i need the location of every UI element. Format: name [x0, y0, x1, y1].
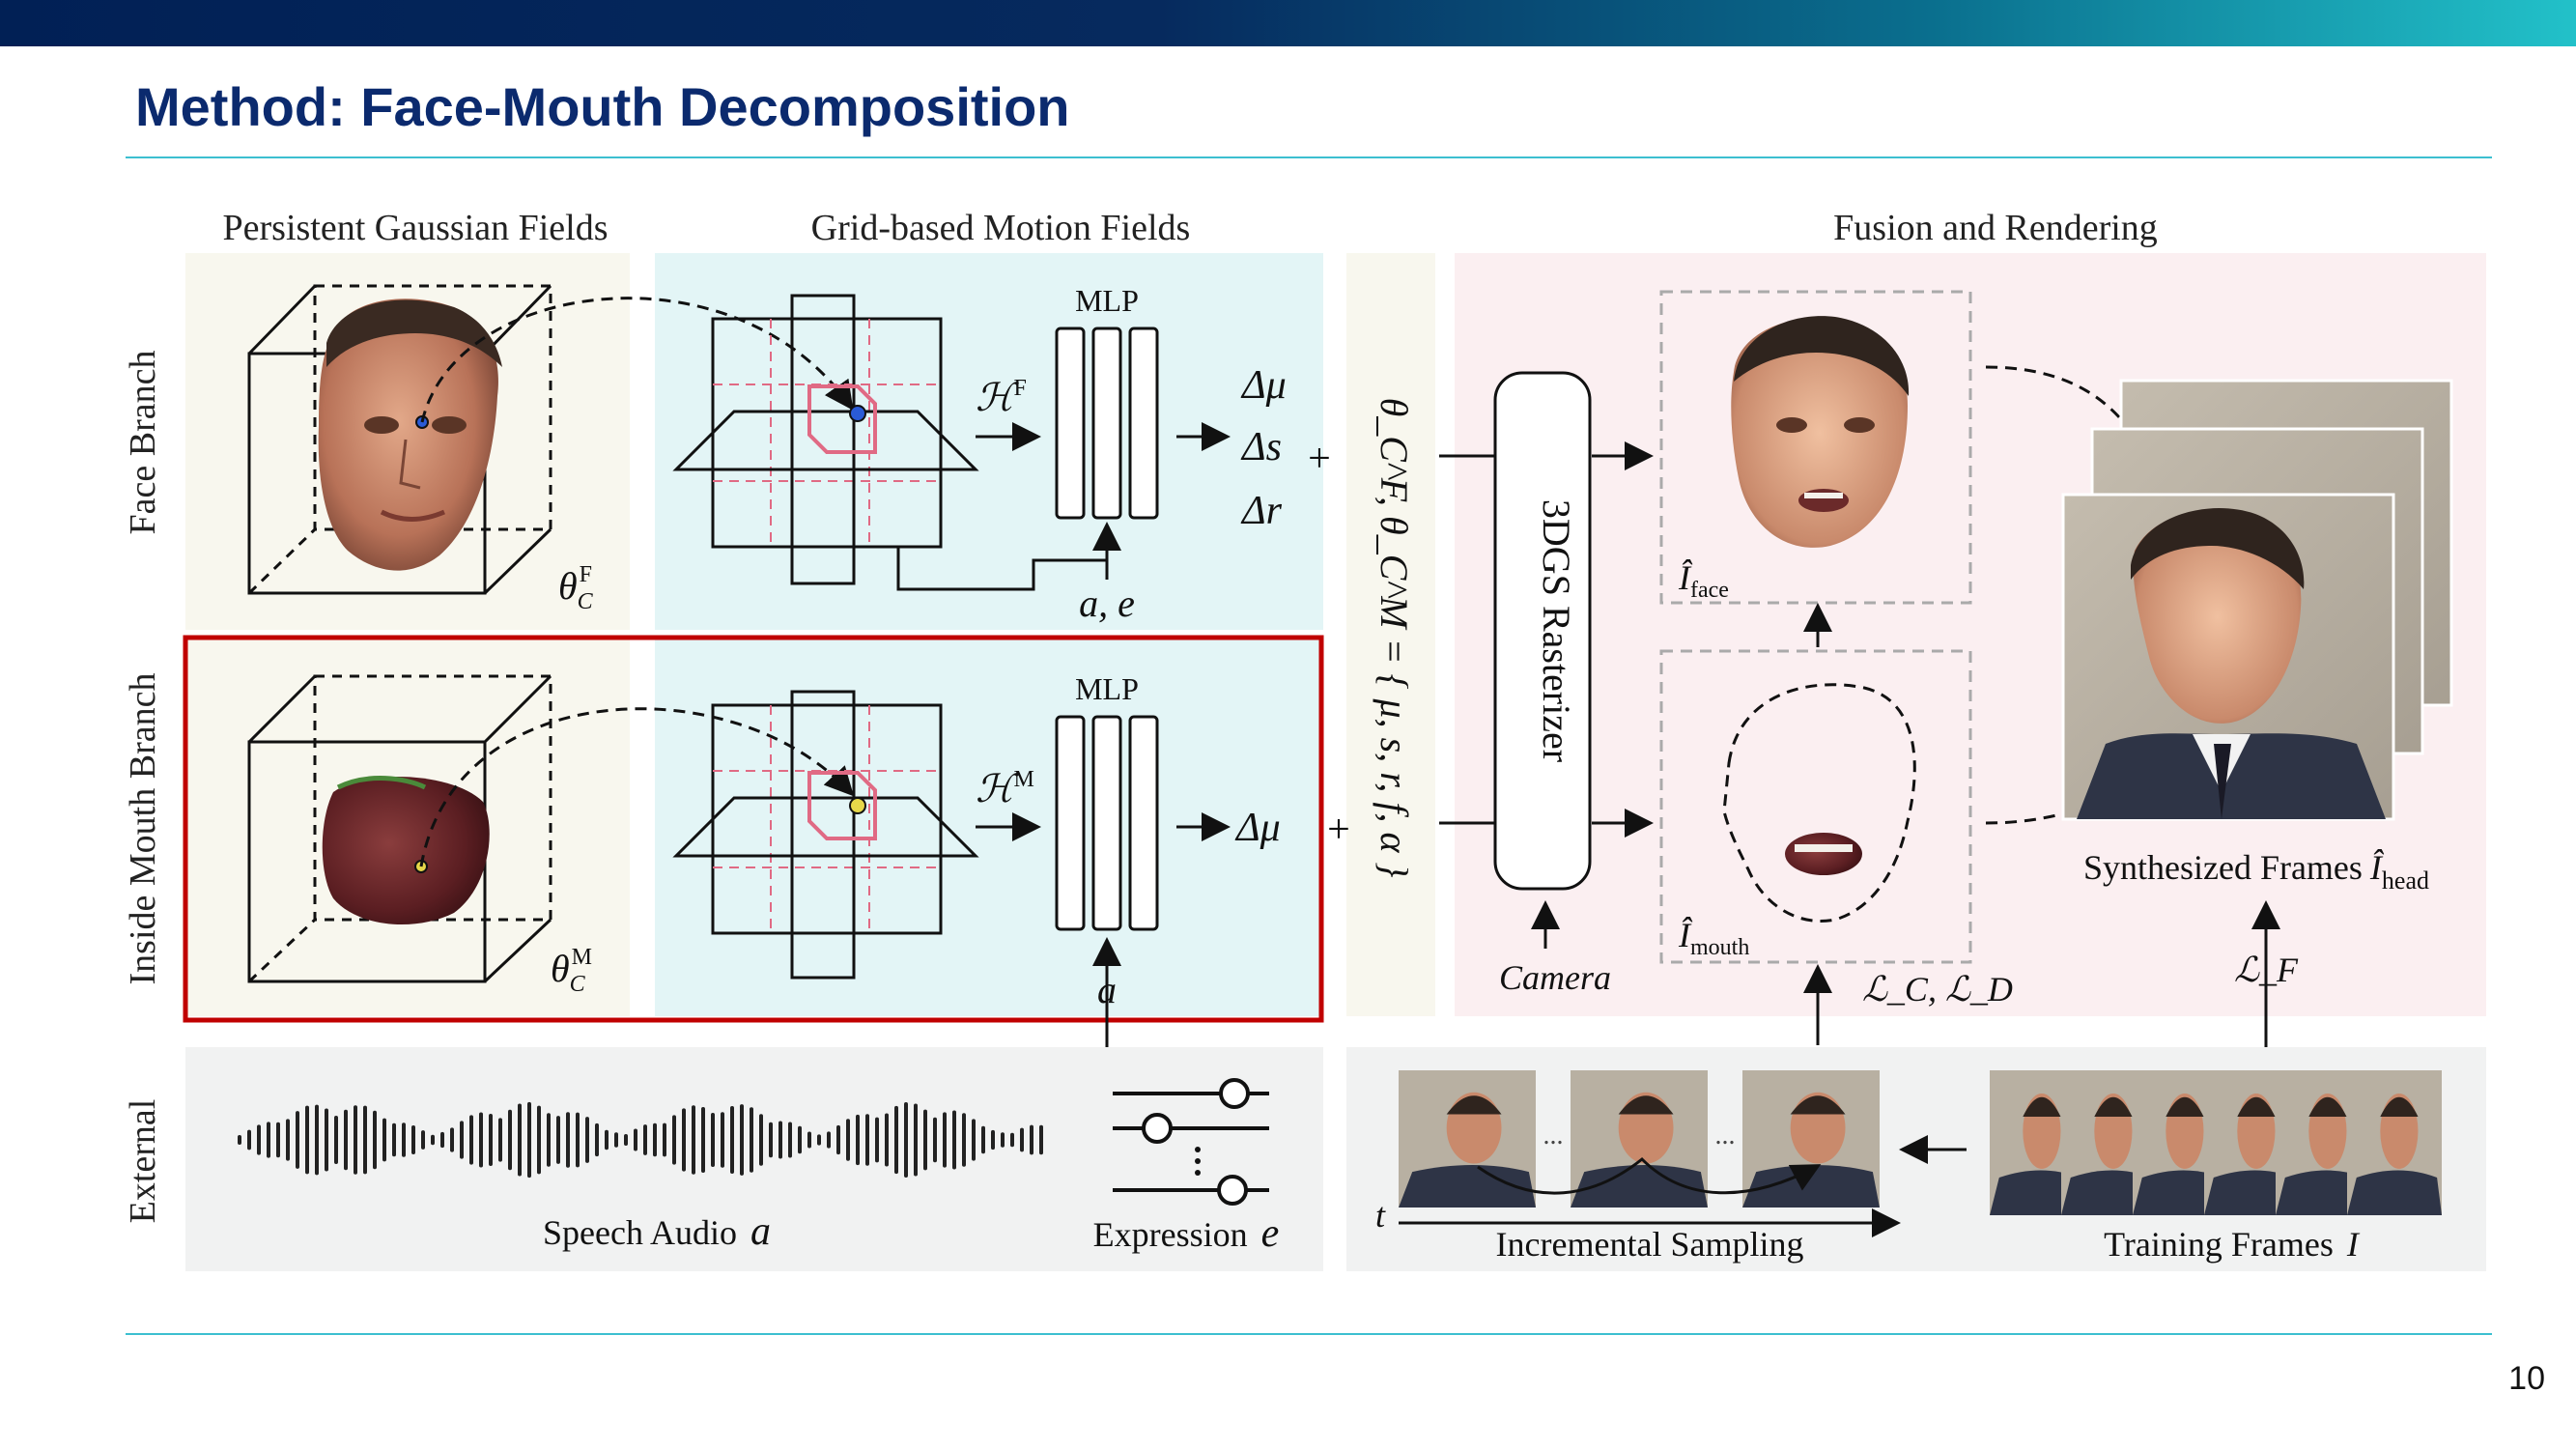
sampling-curve — [1477, 1156, 1822, 1195]
mouth-hash-label: ℋM — [976, 767, 1034, 810]
footer-divider — [126, 1333, 2492, 1335]
frame-suit — [2061, 1170, 2156, 1215]
rasterizer-box — [1493, 371, 1592, 891]
section-fusion-label: Fusion and Rendering — [1833, 208, 2158, 248]
sampling-ellipsis-1: ... — [1543, 1121, 1564, 1151]
mouth-plus: + — [1327, 808, 1350, 852]
mouth-gaussian-cavity — [322, 776, 490, 924]
camera-label: Camera — [1499, 958, 1611, 997]
params-panel — [1346, 253, 1435, 1016]
face-theta-label: θCF — [558, 562, 594, 614]
expression-ellipsis-dots — [1195, 1147, 1201, 1176]
face-output-s: Δs — [1240, 425, 1282, 469]
face-output-r: Δr — [1240, 489, 1283, 533]
mouth-mlp-label: MLP — [1075, 671, 1139, 706]
rasterizer-label: 3DGS Rasterizer — [1535, 499, 1578, 762]
mouth-render-outline — [1722, 683, 1916, 923]
synthesized-frames — [2061, 379, 2453, 821]
frame-suit — [1571, 1164, 1708, 1208]
row-face-label: Face Branch — [123, 351, 163, 535]
frame-suit — [1742, 1164, 1880, 1208]
face-mlp-label: MLP — [1075, 283, 1139, 318]
grid-face-panel — [655, 253, 1323, 630]
frame-hair — [2237, 1096, 2276, 1117]
frame-hair — [2166, 1096, 2204, 1117]
page-number: 10 — [2508, 1360, 2545, 1397]
face-gaussian-head — [318, 298, 502, 571]
frame-hair — [2380, 1096, 2419, 1117]
section-persistent-label: Persistent Gaussian Fields — [223, 208, 609, 248]
face-plus: + — [1308, 437, 1331, 481]
row-external-label: External — [123, 1099, 163, 1224]
row-mouth-label: Inside Mouth Branch — [123, 673, 163, 985]
mouth-input-label: a — [1097, 968, 1117, 1011]
slide-title: Method: Face-Mouth Decomposition — [135, 76, 1070, 137]
mouth-mlp — [1055, 715, 1159, 931]
frame-hair — [1446, 1095, 1502, 1115]
rendered-mouth — [1785, 833, 1862, 875]
frame-suit — [2133, 1170, 2227, 1215]
mouth-render-box — [1659, 649, 1972, 964]
frame-suit — [1399, 1164, 1536, 1208]
training-frames — [1990, 1070, 2442, 1215]
face-output-mu: Δμ — [1240, 363, 1287, 408]
section-grid-label: Grid-based Motion Fields — [811, 208, 1191, 248]
face-inputs-label: a, e — [1079, 582, 1135, 625]
mouth-grid-planes — [672, 690, 979, 980]
time-label: t — [1375, 1196, 1386, 1235]
gaussian-params-label: θ_C^F, θ_C^M = { μ, s, r, f, α } — [1373, 398, 1416, 878]
sampling-ellipsis-2: ... — [1715, 1121, 1736, 1151]
face-grid-planes — [672, 294, 979, 585]
mouth-render-label: Îmouth — [1678, 916, 1749, 960]
rendered-face — [1731, 316, 1910, 548]
incremental-label: Incremental Sampling — [1496, 1225, 1804, 1264]
loss-f-label: ℒ_F — [2234, 951, 2299, 989]
expression-sliders — [1113, 1078, 1269, 1206]
top-banner — [0, 0, 2576, 46]
face-render-label: Îface — [1678, 558, 1729, 603]
frame-suit — [2204, 1170, 2299, 1215]
face-hash-label: ℋF — [976, 376, 1027, 419]
frame-suit — [2276, 1170, 2370, 1215]
mouth-branch-highlight — [183, 635, 1324, 1023]
mouth-output-mu: Δμ — [1234, 806, 1281, 850]
face-condition-line — [896, 547, 1107, 591]
frame-hair — [1790, 1095, 1846, 1115]
frame-hair — [2094, 1096, 2133, 1117]
frame-suit — [2347, 1170, 2442, 1215]
title-divider — [126, 156, 2492, 158]
speech-waveform — [238, 1101, 1043, 1179]
frame-hair — [1618, 1095, 1674, 1115]
frame-suit — [1990, 1170, 2084, 1215]
frame-hair — [2023, 1096, 2061, 1117]
frame-hair — [2308, 1096, 2347, 1117]
mouth-theta-label: θCM — [551, 945, 592, 997]
face-mlp — [1055, 327, 1159, 520]
incremental-sampling-frames — [1399, 1070, 1880, 1208]
loss-cd-label: ℒ_C, ℒ_D — [1862, 970, 2013, 1009]
